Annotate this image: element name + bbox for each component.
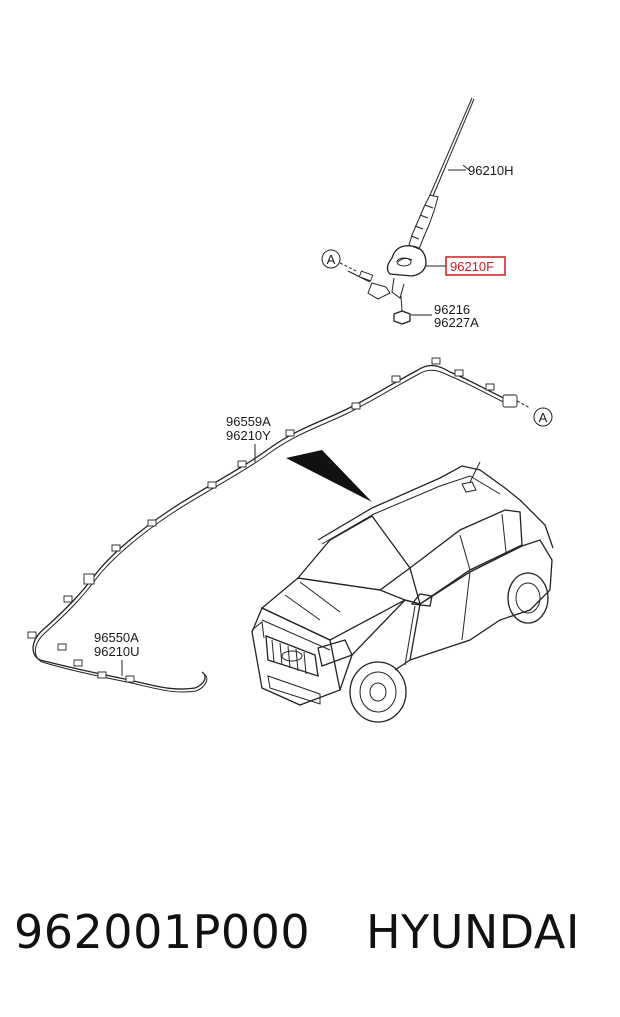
- part-number: 962001P000: [14, 905, 311, 959]
- pointer-wedge: [286, 450, 372, 502]
- label-96227a: 96227A: [434, 315, 479, 330]
- label-96216: 96216: [434, 302, 470, 317]
- label-96210u: 96210U: [94, 644, 140, 659]
- parts-diagram: A 96210H 96210F 96216 96227A A: [27, 97, 554, 723]
- cable-harness: A: [27, 357, 553, 693]
- callout-a-lower: A: [539, 410, 548, 425]
- label-96559a: 96559A: [226, 414, 271, 429]
- footer: 962001P000 HYUNDAI: [0, 905, 620, 985]
- label-96210y: 96210Y: [226, 428, 271, 443]
- callout-a-upper: A: [327, 252, 336, 267]
- brand-name: HYUNDAI: [366, 905, 580, 959]
- label-96210f: 96210F: [450, 259, 494, 274]
- label-96210h: 96210H: [468, 163, 514, 178]
- label-96550a: 96550A: [94, 630, 139, 645]
- antenna-assembly: A: [321, 97, 475, 325]
- highlight-box: [445, 256, 506, 276]
- car-illustration: [251, 461, 554, 723]
